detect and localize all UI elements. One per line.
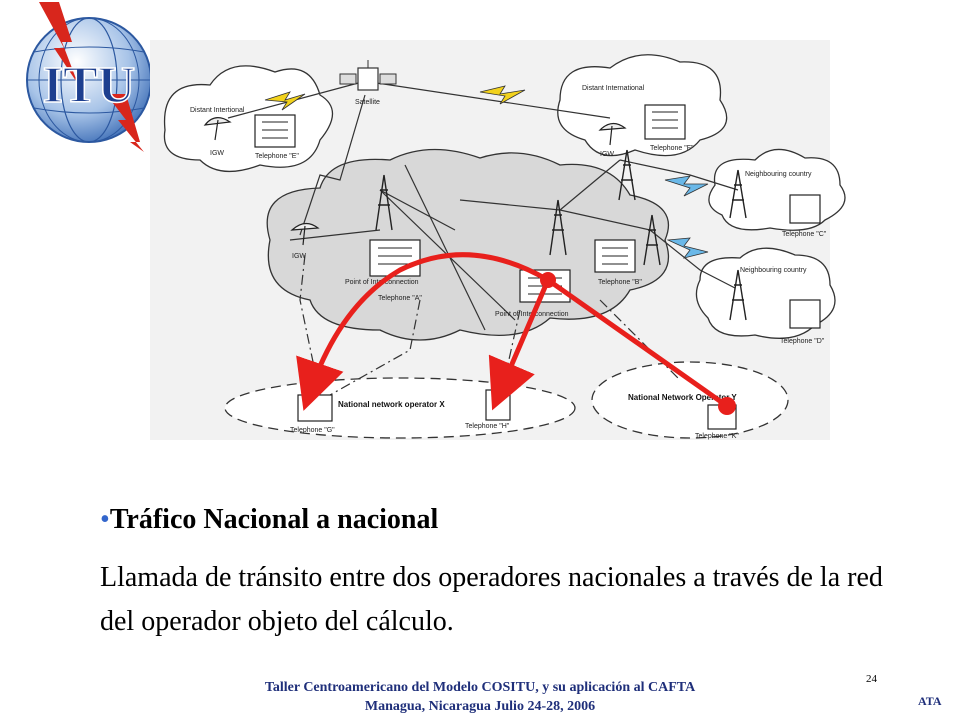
label-distant-left: Distant Intertional <box>190 107 245 114</box>
label-telephone-e: Telephone "E" <box>255 153 299 160</box>
label-telephone-b: Telephone "B" <box>598 279 642 286</box>
dish-antenna-icon <box>203 117 232 141</box>
tower-icon <box>729 169 747 219</box>
ata-label: ATA <box>918 694 942 708</box>
label-neighbour-2: Neighbouring country <box>740 267 807 274</box>
dish-antenna-icon <box>290 222 320 246</box>
footer: Taller Centroamericano del Modelo COSITU… <box>180 678 780 716</box>
switch-icon <box>485 389 511 421</box>
label-telephone-d: Telephone "D" <box>780 338 825 345</box>
traffic-arrow-to-h <box>488 277 551 411</box>
switch-icon <box>254 114 296 148</box>
itu-logo-text: ITU <box>43 57 135 114</box>
label-neighbour-1: Neighbouring country <box>745 171 812 178</box>
tower-icon <box>549 199 567 256</box>
label-telephone-h: Telephone "H" <box>465 423 510 430</box>
satellite-icon <box>339 60 397 91</box>
switch-icon <box>789 194 821 224</box>
traffic-line-from-k <box>545 277 730 409</box>
cloud-neighbour-1 <box>708 148 846 231</box>
label-telephone-f: Telephone "F" <box>650 145 694 152</box>
label-igw-right: IGW <box>600 151 614 158</box>
network-diagram: Satellite Distant Intertional Distant In… <box>150 40 846 440</box>
tower-icon <box>729 269 747 321</box>
transit-node-dot <box>540 272 556 288</box>
footer-line-1: Taller Centroamericano del Modelo COSITU… <box>264 680 696 695</box>
page-number: 24 <box>866 673 877 685</box>
footer-line-2: Managua, Nicaragua Julio 24-28, 2006 <box>364 699 596 714</box>
label-satellite: Satellite <box>355 99 380 106</box>
slide-description: Llamada de tránsito entre dos operadores… <box>100 562 883 637</box>
label-operator-x: National network operator X <box>338 400 445 409</box>
switch-icon <box>297 394 333 422</box>
switch-icon <box>644 104 686 140</box>
label-telephone-c: Telephone "C" <box>782 231 827 238</box>
tower-icon <box>643 214 661 266</box>
label-telephone-a: Telephone "A" <box>378 295 422 302</box>
cloud-operator-y <box>591 361 789 439</box>
label-igw-left: IGW <box>210 150 224 157</box>
slide-title-text: Tráfico Nacional a nacional <box>109 504 439 535</box>
traffic-arrow-to-g <box>296 252 551 411</box>
itu-logo: ITU <box>26 2 152 152</box>
label-igw-center: IGW <box>292 253 306 260</box>
tower-icon <box>375 174 393 231</box>
switch-icon <box>789 299 821 329</box>
origin-node-dot <box>718 397 736 415</box>
slide-title: •Tráfico Nacional a nacional <box>100 504 438 536</box>
label-distant-right: Distant International <box>582 85 645 92</box>
bullet-dot: • <box>100 504 110 535</box>
label-telephone-k: Telephone "K" <box>695 433 739 440</box>
label-operator-y: National Network Operator Y <box>628 393 737 402</box>
tower-icon <box>618 149 636 201</box>
dish-antenna-icon <box>598 122 627 146</box>
label-telephone-g: Telephone "G" <box>290 427 335 434</box>
